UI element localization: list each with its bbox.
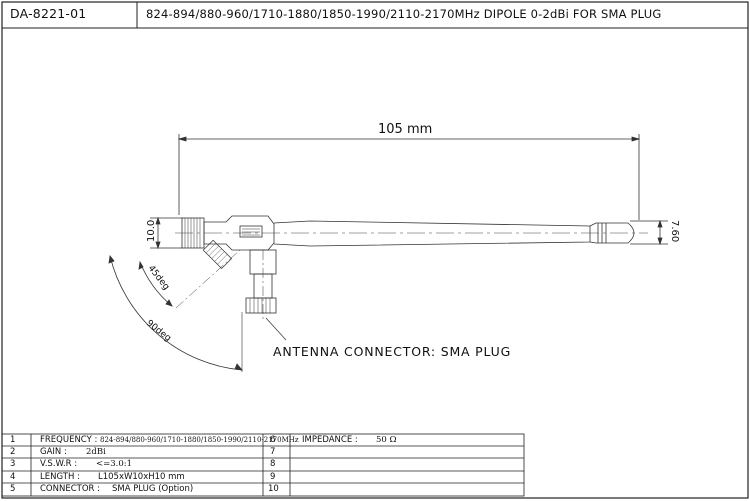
spec-table-grid [1,433,525,497]
part-number: DA-8221-01 [10,6,87,21]
spec-row-number: 1 [10,435,16,445]
spec-row-number: 3 [10,459,16,469]
spec-label-frequency: FREQUENCY : [40,435,98,445]
diameter-dim-label: 7.60 [669,220,680,242]
callout-leader [265,317,287,341]
spec-label-impedance: IMPEDANCE : [302,435,358,445]
angle-90-label: 90deg [144,318,173,343]
spec-value-gain: 2dBi [86,447,106,457]
height-dim-label: 10.0 [146,220,157,242]
spec-row-number: 7 [270,447,276,457]
diameter-dimension [630,219,668,246]
height-dimension [150,216,183,250]
spec-value-vswr: <=3.0:1 [96,459,133,469]
spec-row-number: 6 [270,435,276,445]
spec-label-length: LENGTH : [40,472,80,482]
spec-value-frequency: 824-894/880-960/1710-1880/1850-1990/2110… [100,436,299,444]
spec-row-number: 5 [10,484,16,494]
spec-label-gain: GAIN : [40,447,67,457]
spec-row-number: 2 [10,447,16,457]
folded-antenna-45 [175,239,241,309]
spec-value-length: L105xW10xH10 mm [98,472,185,482]
spec-row-number: 4 [10,472,16,482]
spec-row-number: 9 [270,472,276,482]
length-dimension [177,134,641,220]
spec-row-number: 10 [268,484,279,494]
sma-connector [245,249,277,320]
angle-45-label: 45deg [146,264,171,293]
part-description: 824-894/880-960/1710-1880/1850-1990/2110… [146,7,662,21]
length-dim-label: 105 mm [378,122,432,137]
spec-label-vswr: V.S.W.R : [40,459,78,469]
spec-value-impedance: 50 Ω [376,435,397,445]
connector-callout: ANTENNA CONNECTOR: SMA PLUG [273,344,511,359]
angle-arcs [108,255,243,372]
spec-value-connector: SMA PLUG (Option) [112,484,194,494]
spec-label-connector: CONNECTOR : [40,484,101,494]
spec-row-number: 8 [270,459,276,469]
